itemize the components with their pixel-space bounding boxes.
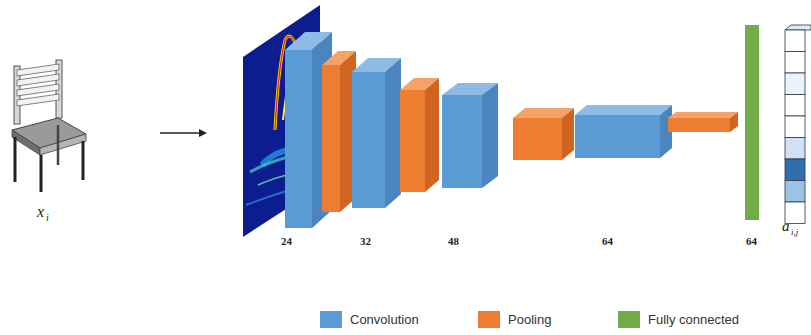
- legend-text: Pooling: [508, 312, 551, 327]
- legend-swatch: [618, 311, 640, 328]
- input-symbol: x: [37, 204, 44, 220]
- pooling-block: [668, 112, 738, 132]
- vector-cell: [785, 95, 805, 117]
- convolution-block: [575, 105, 672, 158]
- pooling-block: [322, 51, 356, 212]
- legend-text: Fully connected: [648, 312, 739, 327]
- vector-cell: [785, 159, 805, 181]
- input-subscript: i: [46, 213, 49, 223]
- vector-cell: [785, 52, 805, 74]
- legend-swatch: [320, 311, 342, 328]
- legend-item: Fully connected: [618, 311, 739, 328]
- vector-cell: [785, 73, 805, 95]
- layer-size: 64: [602, 236, 613, 247]
- legend-item: Pooling: [478, 311, 551, 328]
- input-arrow: [160, 129, 207, 137]
- pooling-block: [400, 78, 439, 192]
- vector-cell: [785, 138, 805, 160]
- vector-cell: [785, 116, 805, 138]
- output-vector: [785, 25, 811, 224]
- convolution-block: [352, 58, 401, 208]
- legend-swatch: [478, 311, 500, 328]
- layer-size: 64: [746, 236, 757, 247]
- vector-cell: [785, 30, 805, 52]
- legend-text: Convolution: [350, 312, 419, 327]
- legend-item: Convolution: [320, 311, 419, 328]
- pooling-block: [513, 108, 574, 160]
- fully-connected-bar: [745, 25, 759, 220]
- output-subscript: i,j: [791, 228, 798, 237]
- layer-size: 32: [360, 236, 371, 247]
- chair-illustration: [12, 60, 86, 192]
- vector-cell: [785, 181, 805, 203]
- layer-size: 24: [281, 236, 292, 247]
- cnn-layers: [285, 32, 738, 228]
- output-symbol: a: [782, 219, 790, 234]
- layer-size: 48: [448, 236, 459, 247]
- convolution-block: [442, 83, 498, 188]
